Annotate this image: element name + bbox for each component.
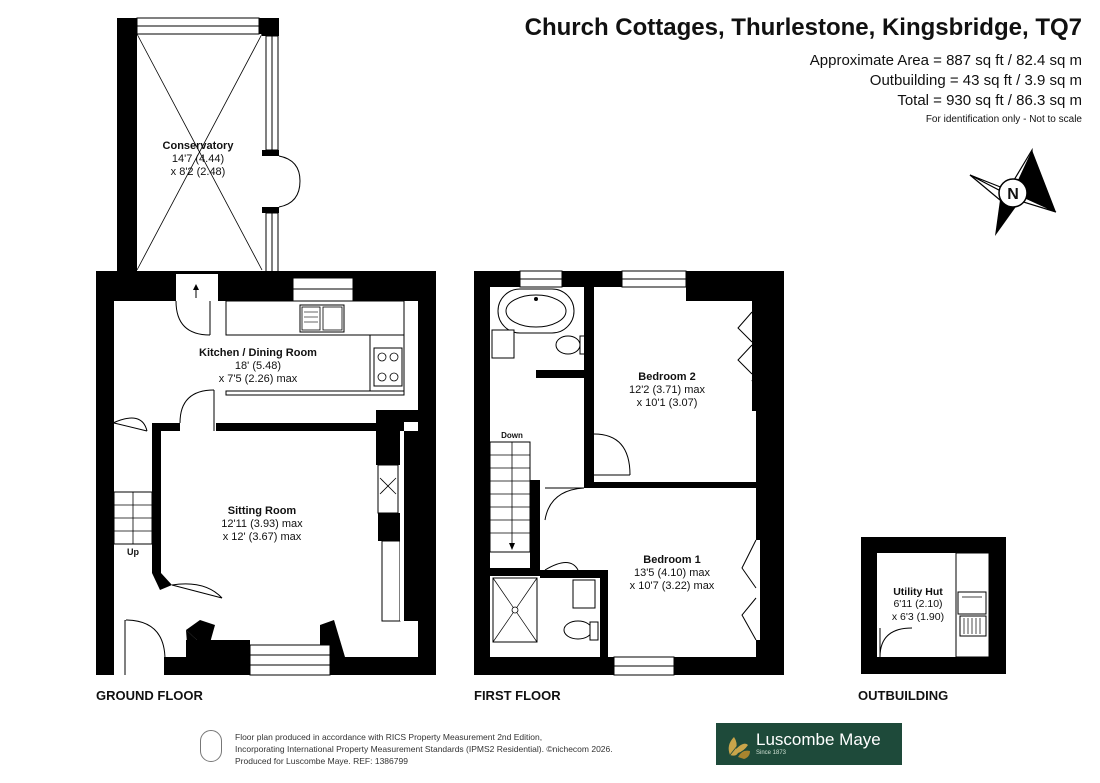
bedroom1-name: Bedroom 1 bbox=[643, 554, 700, 566]
bedroom1-dim1: 13'5 (4.10) max bbox=[634, 567, 711, 579]
bedroom1-dim2: x 10'7 (3.22) max bbox=[630, 580, 715, 592]
conservatory-dim1: 14'7 (4.44) bbox=[172, 153, 224, 165]
luscombe-maye-logo: Luscombe Maye Since 1873 bbox=[716, 723, 902, 765]
property-title: Church Cottages, Thurlestone, Kingsbridg… bbox=[524, 14, 1082, 41]
ground-floor-plan: Up bbox=[96, 271, 436, 676]
stairs-up-label: Up bbox=[127, 547, 139, 557]
ground-floor-label: GROUND FLOOR bbox=[96, 688, 203, 703]
sitting-room-name: Sitting Room bbox=[228, 505, 297, 517]
footer-line-3: Produced for Luscombe Maye. REF: 1386799 bbox=[235, 756, 408, 766]
first-floor-plan: Down bbox=[474, 270, 784, 676]
kitchen-dim1: 18' (5.48) bbox=[235, 360, 281, 372]
utility-hut-dim2: x 6'3 (1.90) bbox=[892, 611, 944, 623]
logo-since: Since 1873 bbox=[756, 750, 787, 756]
footer-line-1: Floor plan produced in accordance with R… bbox=[235, 732, 543, 742]
outbuilding-label: OUTBUILDING bbox=[858, 688, 949, 703]
first-floor-label: FIRST FLOOR bbox=[474, 688, 561, 703]
conservatory-name: Conservatory bbox=[163, 140, 235, 152]
approximate-area: Approximate Area = 887 sq ft / 82.4 sq m bbox=[809, 52, 1082, 69]
bedroom2-name: Bedroom 2 bbox=[638, 371, 695, 383]
stairs-down-label: Down bbox=[501, 431, 523, 440]
conservatory-dim2: x 8'2 (2.48) bbox=[171, 166, 226, 178]
total-area: Total = 930 sq ft / 86.3 sq m bbox=[897, 92, 1082, 109]
measurement-person-icon bbox=[200, 730, 222, 762]
outbuilding-area: Outbuilding = 43 sq ft / 3.9 sq m bbox=[869, 72, 1082, 89]
north-compass-icon: N bbox=[969, 147, 1057, 236]
bedroom2-dim1: 12'2 (3.71) max bbox=[629, 384, 706, 396]
oak-leaf-icon bbox=[728, 737, 750, 759]
identification-note: For identification only - Not to scale bbox=[925, 114, 1082, 125]
kitchen-dim2: x 7'5 (2.26) max bbox=[219, 373, 298, 385]
footer-line-2: Incorporating International Property Mea… bbox=[235, 744, 613, 754]
sitting-room-dim2: x 12' (3.67) max bbox=[223, 531, 302, 543]
conservatory bbox=[117, 17, 301, 274]
bedroom2-dim2: x 10'1 (3.07) bbox=[637, 397, 698, 409]
logo-wordmark: Luscombe Maye bbox=[756, 730, 881, 749]
utility-hut-name: Utility Hut bbox=[893, 586, 943, 598]
footer-disclaimer: Floor plan produced in accordance with R… bbox=[235, 731, 613, 767]
kitchen-name: Kitchen / Dining Room bbox=[199, 347, 317, 359]
outbuilding-plan bbox=[861, 537, 1006, 674]
room-labels: Conservatory 14'7 (4.44) x 8'2 (2.48) Ki… bbox=[163, 140, 945, 623]
utility-hut-dim1: 6'11 (2.10) bbox=[893, 598, 942, 610]
sitting-room-dim1: 12'11 (3.93) max bbox=[221, 518, 303, 530]
compass-north-letter: N bbox=[1007, 186, 1019, 203]
